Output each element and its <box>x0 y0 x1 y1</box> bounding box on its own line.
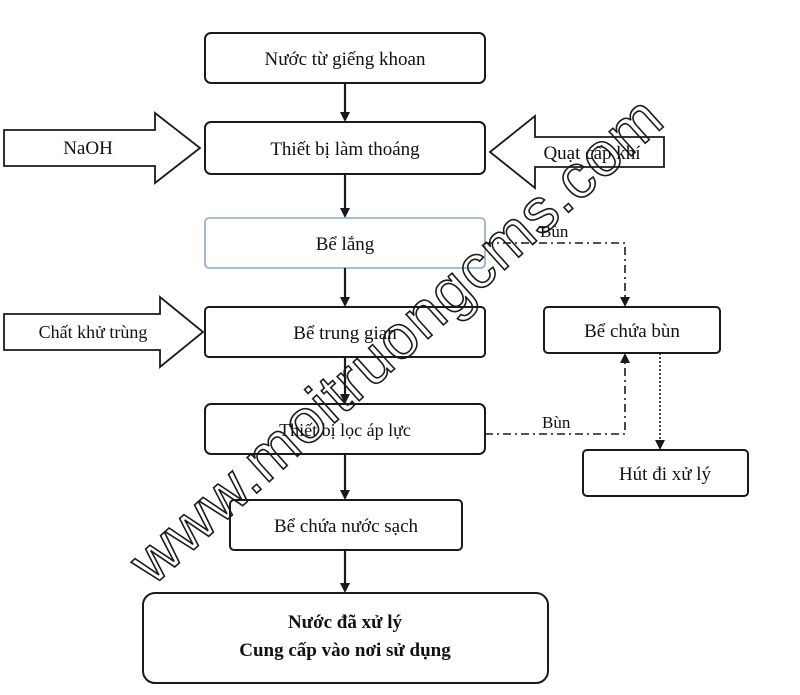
node-pressure-filter-label: Thiết bị lọc áp lực <box>279 420 411 440</box>
node-well-water-label: Nước từ giếng khoan <box>265 49 426 70</box>
sludge-line-from-settling <box>485 242 630 307</box>
node-treated-water-line2: Cung cấp vào nơi sử dụng <box>239 640 451 661</box>
node-treated-water-line1: Nước đã xử lý <box>288 612 403 633</box>
node-clean-water-tank: Bể chứa nước sạch <box>229 499 463 551</box>
edge-label-sludge-settling: Bùn <box>540 222 569 241</box>
sludge-flow-lines <box>485 242 665 450</box>
node-well-water: Nước từ giếng khoan <box>204 32 486 84</box>
node-sludge-tank: Bể chứa bùn <box>543 306 721 354</box>
input-naoh-label: NaOH <box>63 138 113 159</box>
input-disinfectant-label: Chất khử trùng <box>39 322 148 342</box>
input-air-blower-arrow: Quạt cấp khí <box>488 114 665 190</box>
edge-label-sludge-filter: Bùn <box>542 413 571 432</box>
node-aeration: Thiết bị làm thoáng <box>204 121 486 175</box>
node-settling-tank: Bể lắng <box>204 217 486 269</box>
node-sludge-tank-label: Bể chứa bùn <box>584 321 680 342</box>
input-disinfectant-arrow: Chất khử trùng <box>3 295 205 369</box>
node-settling-tank-label: Bể lắng <box>316 234 375 255</box>
input-naoh-arrow: NaOH <box>3 111 202 185</box>
node-intermediate-tank-label: Bể trung gian <box>293 323 397 344</box>
node-clean-water-tank-label: Bể chứa nước sạch <box>274 516 419 537</box>
node-treated-water: Nước đã xử lý Cung cấp vào nơi sử dụng <box>142 592 549 684</box>
sludge-line-from-filter <box>485 353 630 435</box>
node-sludge-removal-label: Hút đi xử lý <box>619 464 712 485</box>
node-aeration-label: Thiết bị làm thoáng <box>270 139 420 160</box>
input-air-blower-label: Quạt cấp khí <box>543 143 641 164</box>
node-sludge-removal: Hút đi xử lý <box>582 449 749 497</box>
